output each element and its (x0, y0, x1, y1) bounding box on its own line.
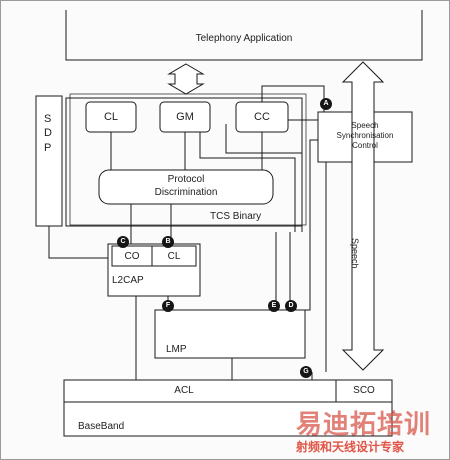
gm-label: GM (176, 111, 194, 123)
watermark-subtitle: 射频和天线设计专家 (296, 440, 405, 454)
speech-label: Speech (350, 238, 360, 269)
acl-label: ACL (174, 385, 194, 396)
cc-label: CC (254, 111, 270, 123)
baseband-box (63, 401, 393, 437)
protocol-disc-label: Protocol Discrimination (154, 174, 218, 198)
badge-e: E (268, 300, 280, 312)
badge-g: G (300, 366, 312, 378)
lmp-box (154, 309, 306, 359)
acl-box (63, 379, 337, 403)
protocol-disc-box (98, 169, 274, 205)
speech-arrow (341, 61, 385, 371)
badge-a: A (320, 98, 332, 110)
baseband-label: BaseBand (78, 421, 125, 432)
sco-label: SCO (353, 385, 375, 396)
cl-l2-label: CL (167, 251, 181, 262)
watermark-logo: 易迪拓培训 (296, 409, 432, 439)
sdp-box (35, 95, 63, 227)
sdp-label: SDP (44, 113, 52, 154)
app-tcs-arrow (167, 63, 205, 95)
badge-b: B (162, 236, 174, 248)
telephony-app-box (65, 10, 423, 61)
title: Telephony Application (195, 33, 293, 44)
badge-d: D (285, 300, 297, 312)
cl-l2-box (151, 245, 197, 267)
co-label: CO (124, 251, 140, 262)
cl-top-label: CL (103, 111, 119, 123)
lmp-label: LMP (166, 344, 187, 355)
speech-sync-label: Speech Synchronisation Control (336, 121, 394, 150)
badge-c: C (117, 236, 129, 248)
tcs-binary-label: TCS Binary (210, 211, 262, 222)
l2cap-label: L2CAP (112, 275, 144, 286)
badge-f: F (162, 300, 174, 312)
